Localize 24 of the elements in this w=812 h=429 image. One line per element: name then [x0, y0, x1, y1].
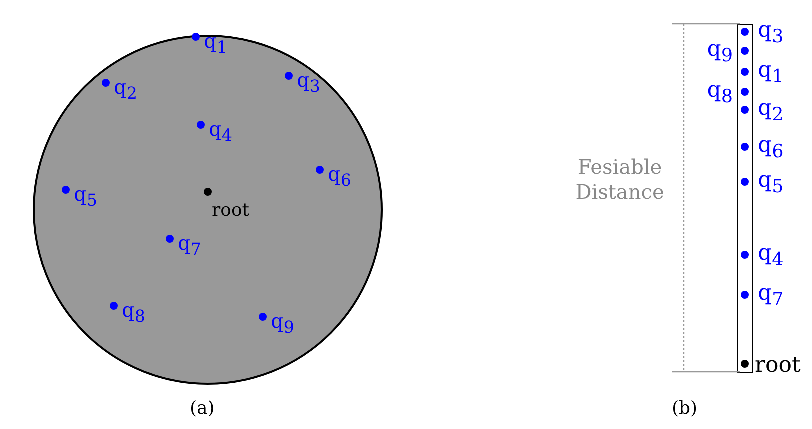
- axis-label: Fesiable Distance: [574, 155, 666, 205]
- point-label: q$_{5}$: [74, 184, 98, 210]
- point-label: root: [212, 202, 250, 220]
- point-label: q$_{7}$: [758, 283, 784, 310]
- point-label: q$_{4}$: [758, 243, 784, 270]
- point-label: q$_{4}$: [209, 119, 232, 145]
- panel-caption: (b): [672, 400, 698, 418]
- point-label: q$_{3}$: [758, 20, 784, 47]
- point-label: q$_{8}$: [122, 300, 146, 326]
- point-label: q$_{2}$: [114, 77, 138, 103]
- point-label: q$_{8}$: [707, 80, 733, 107]
- point-label: q$_{9}$: [271, 311, 294, 337]
- point-label: q$_{5}$: [758, 170, 784, 197]
- point-label: q$_{6}$: [758, 135, 784, 162]
- point-label: q$_{9}$: [707, 39, 733, 66]
- panel-caption: (a): [190, 400, 215, 418]
- point-label: q$_{7}$: [178, 233, 202, 259]
- point-label: q$_{2}$: [758, 98, 784, 125]
- point-label: q$_{1}$: [758, 60, 784, 87]
- ordering-bar: [737, 24, 753, 373]
- point-label: q$_{6}$: [328, 164, 352, 190]
- point-label: q$_{3}$: [297, 70, 320, 96]
- point-label: q$_{1}$: [204, 31, 228, 57]
- point-label: root: [755, 355, 801, 377]
